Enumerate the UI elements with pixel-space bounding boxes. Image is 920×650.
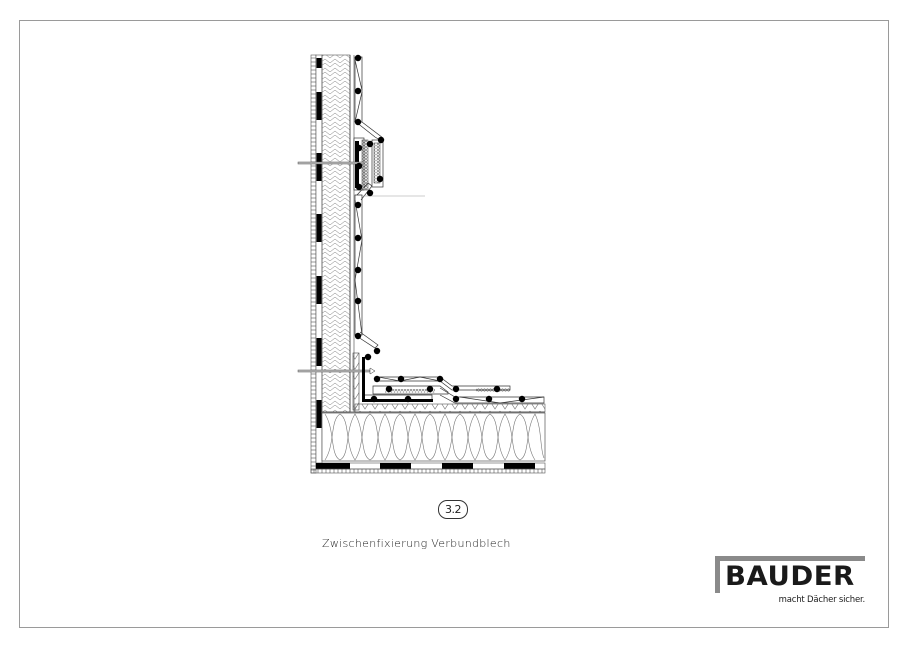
logo-slogan: macht Dächer sicher. bbox=[778, 595, 866, 605]
masonry-wall bbox=[310, 54, 323, 474]
drawing-frame bbox=[19, 20, 889, 628]
logo-accent-bar-left bbox=[715, 556, 720, 593]
drawing-caption: Zwischenfixierung Verbundblech bbox=[322, 537, 511, 550]
bottom-slab bbox=[310, 462, 546, 474]
logo-accent-bar-top bbox=[715, 556, 865, 561]
wall-insulation bbox=[321, 54, 355, 413]
fastener-dots bbox=[354, 54, 526, 403]
roof-insulation bbox=[321, 412, 546, 462]
bauder-logo: BAUDER macht Dächer sicher. bbox=[715, 556, 867, 606]
roof-deck bbox=[322, 403, 546, 413]
detail-number-badge: 3.2 bbox=[438, 500, 468, 519]
logo-wordmark: BAUDER bbox=[725, 561, 855, 592]
